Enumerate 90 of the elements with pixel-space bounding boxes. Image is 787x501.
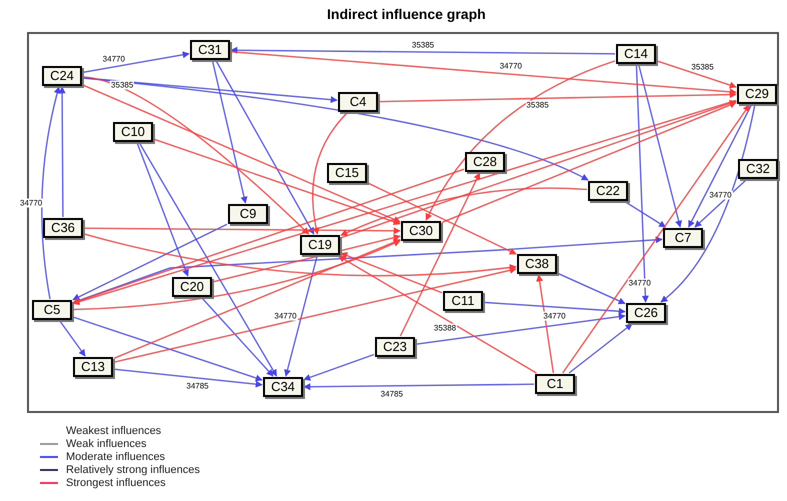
arrow — [340, 100, 737, 238]
node-box: C15 — [327, 163, 367, 183]
arrow — [638, 64, 682, 228]
edge-label: 34785 — [185, 382, 210, 390]
edge-label: 34770 — [19, 198, 44, 208]
edge-label: 35385 — [690, 62, 715, 72]
arrow — [230, 46, 615, 54]
arrow — [138, 142, 278, 377]
arrow — [368, 182, 517, 255]
node-box: C13 — [73, 357, 113, 377]
arrow — [82, 76, 310, 234]
arrow — [82, 51, 190, 73]
node-box: C38 — [517, 254, 557, 274]
arrow — [82, 84, 401, 223]
node-box: C7 — [663, 228, 703, 248]
arrow — [41, 86, 61, 300]
arrow — [72, 316, 263, 382]
edge-label: 35388 — [432, 324, 458, 333]
arrow — [558, 272, 626, 304]
node-box: C24 — [42, 66, 82, 86]
arrow — [636, 64, 649, 303]
arrow — [230, 51, 737, 96]
arrow — [312, 112, 348, 235]
arrow — [72, 240, 401, 310]
arrow — [212, 60, 248, 204]
node-box: C34 — [263, 377, 303, 397]
legend-label: Weakest influences — [66, 424, 162, 436]
arrow — [660, 104, 756, 303]
arrow — [72, 168, 464, 304]
arrow — [82, 77, 589, 181]
arrow — [58, 86, 66, 217]
node-box: C9 — [228, 204, 268, 224]
arrow — [72, 236, 663, 304]
node-box: C22 — [588, 181, 628, 201]
node-box: C20 — [172, 277, 212, 297]
arrow — [202, 298, 274, 377]
node-box: C11 — [443, 291, 483, 311]
arrow — [442, 102, 737, 224]
arrow — [536, 274, 554, 374]
arrow — [303, 354, 374, 381]
arrow — [84, 227, 401, 234]
node-box: C36 — [43, 218, 83, 238]
arrow — [72, 100, 736, 306]
node-box: C5 — [32, 300, 72, 320]
arrow — [338, 255, 537, 374]
arrow — [400, 172, 480, 336]
chart-title: Indirect influence graph — [327, 5, 486, 24]
arrow — [114, 266, 517, 363]
arrow — [562, 104, 750, 374]
node-box: C4 — [338, 92, 378, 112]
edge-label: 35385 — [410, 40, 436, 50]
arrow — [688, 104, 752, 228]
arrow — [340, 252, 442, 294]
legend-label: Weak influences — [66, 438, 147, 450]
node-box: C29 — [737, 84, 777, 104]
arrow — [59, 320, 86, 357]
node-box: C30 — [401, 221, 441, 241]
arrow — [625, 201, 666, 228]
edge-label: 34770 — [498, 62, 523, 71]
arrow — [303, 383, 534, 390]
legend-label: Strongest influences — [66, 476, 166, 488]
arrow — [426, 60, 616, 221]
edge-label: 35385 — [525, 100, 550, 110]
node-box: C26 — [626, 303, 666, 323]
arrow — [114, 238, 401, 359]
node-box: C23 — [375, 337, 415, 357]
node-box: C19 — [300, 235, 340, 255]
arrow — [216, 60, 314, 235]
arrow — [378, 91, 737, 102]
arrow — [694, 179, 747, 228]
arrow — [484, 302, 626, 315]
arrow — [114, 368, 263, 388]
arrow — [72, 224, 228, 300]
edge-label: 34770 — [542, 312, 567, 320]
arrow — [340, 187, 588, 236]
node-box: C28 — [465, 152, 505, 172]
node-box: C31 — [190, 40, 230, 60]
arrow — [416, 313, 626, 345]
legend-label: Relatively strong influences — [66, 464, 200, 476]
node-box: C32 — [738, 159, 778, 179]
node-box: C10 — [113, 122, 153, 142]
legend-label: Moderate influences — [66, 450, 166, 462]
node-box: C14 — [616, 44, 656, 64]
arrow — [568, 323, 632, 374]
arrow — [284, 256, 318, 377]
edge-label: 34770 — [273, 312, 298, 320]
arrow — [136, 142, 189, 277]
arrow — [154, 138, 401, 226]
node-box: C1 — [535, 374, 575, 394]
arrow — [656, 60, 737, 88]
